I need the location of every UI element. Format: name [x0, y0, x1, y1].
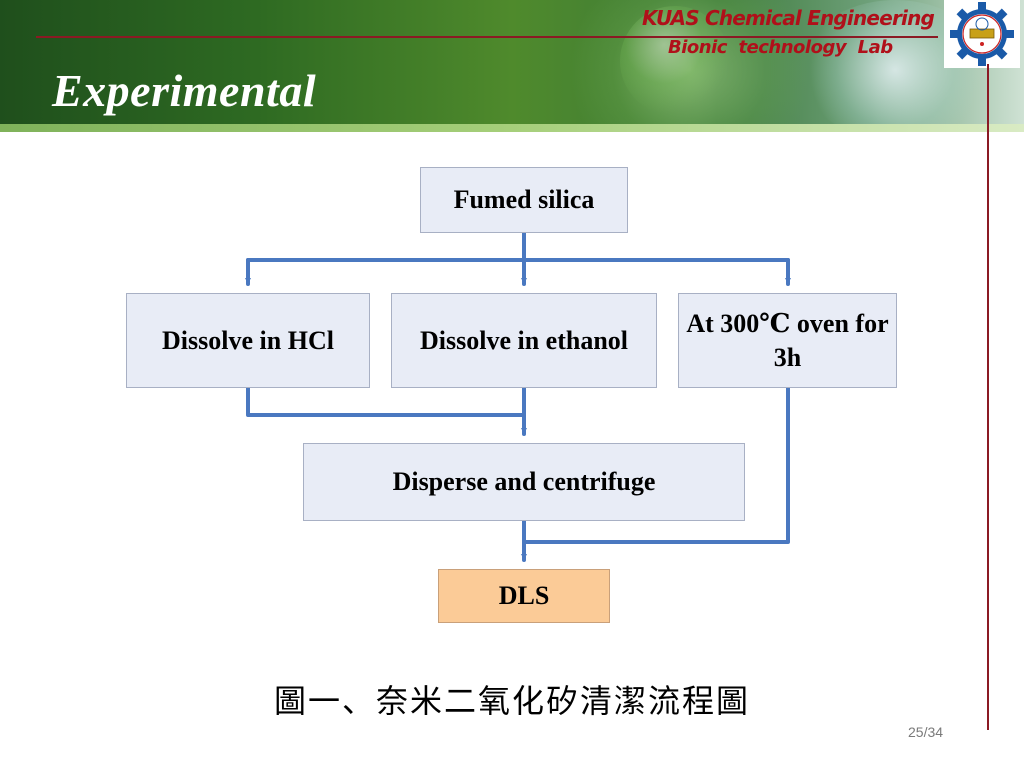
node-dissolve-ethanol: Dissolve in ethanol — [391, 293, 657, 388]
page-number: 25/34 — [908, 724, 944, 740]
org-name: KUAS Chemical Engineering — [642, 6, 935, 30]
slide-title: Experimental — [52, 65, 317, 116]
node-dls: DLS — [438, 569, 610, 623]
node-disperse-centrifuge: Disperse and centrifuge — [303, 443, 745, 521]
node-dissolve-hcl: Dissolve in HCl — [126, 293, 370, 388]
node-oven: At 300℃ oven for 3h — [678, 293, 897, 388]
connector-hcl-merge — [246, 386, 526, 417]
lab-name: Bionic technology Lab — [668, 37, 893, 58]
header-rule — [36, 36, 938, 38]
figure-caption: 圖一、奈米二氧化矽清潔流程圖 — [273, 682, 750, 720]
logo — [944, 0, 1020, 68]
vertical-rule — [987, 64, 989, 730]
kuas-seal-icon — [950, 2, 1014, 66]
node-fumed-silica: Fumed silica — [420, 167, 628, 233]
connector-oven-merge — [522, 386, 790, 544]
